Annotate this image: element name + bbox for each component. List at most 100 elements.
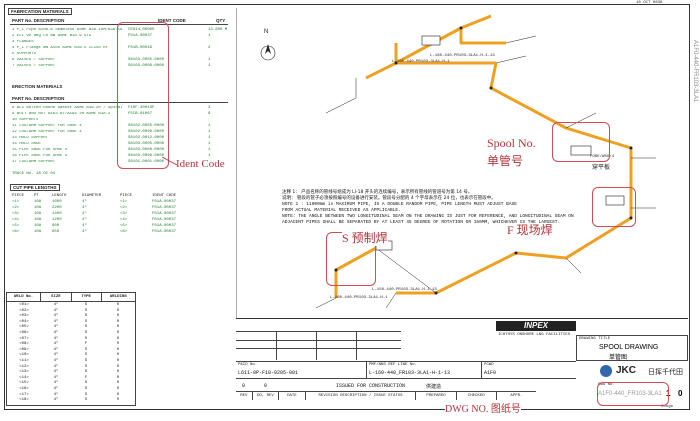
weld-cell: <01> xyxy=(19,303,29,307)
bom-description: 10 SUPPORTS xyxy=(12,118,39,122)
weld-cell: 4" xyxy=(53,353,59,358)
bom-qty: 2 xyxy=(208,46,211,50)
bom-description: 15 PIPE SHOE FOR SHOE 4 xyxy=(12,148,68,152)
bom-qty: 1 xyxy=(208,130,211,134)
weld-cell: S xyxy=(84,398,88,403)
project-name: ICHTHYS ONSHORE LNG FACILITIES xyxy=(498,333,571,337)
cut-cell: 4" xyxy=(82,206,87,210)
note-en-4: ADJACENT PIPES SHALL BE SEPARATED BY AT … xyxy=(282,220,561,225)
line-ref-value: L-160-440_FR103-3LA1-H-1-13 xyxy=(369,370,451,376)
cut-cell: <5> xyxy=(120,224,128,228)
foreign-label: FORE/WSO/4 xyxy=(590,155,615,159)
cut-col-header: PIECE xyxy=(12,194,25,198)
cut-cell: <1> xyxy=(120,200,128,204)
weld-cell: <04> xyxy=(19,319,29,324)
drawing-title-label: DRAWING TITLE xyxy=(579,337,611,341)
bom-qty: 1 xyxy=(208,148,211,152)
revision-col-header: REVISION DESCRIPTION / ISSUE STATUS xyxy=(304,392,416,400)
contractor-box: JKC 日挥千代田 xyxy=(596,363,688,381)
bom-description: 11 LUG/ARM SUPPORT FOR SHOE 4 xyxy=(12,124,82,128)
bom-qty: 1 xyxy=(208,142,211,146)
weld-cell: S xyxy=(84,364,88,369)
cut-cell: <4> xyxy=(120,218,128,222)
section2-title: ERECTION MATERIALS xyxy=(12,84,63,89)
foreign-cn: 穿平板 xyxy=(592,164,611,171)
weld-col-header: WELD No. xyxy=(14,295,34,299)
pid-value: L611-0P-F10-0205-001 xyxy=(238,370,299,376)
bom-description: 7 VALVES / SUPPORT xyxy=(12,64,56,68)
bom-qty: 1 xyxy=(208,136,211,140)
weld-cell: <09> xyxy=(19,347,29,352)
cut-cell: 10A xyxy=(34,230,42,234)
cut-cell: 2200 xyxy=(52,206,62,210)
revision-col-header: DD, REV xyxy=(251,392,278,400)
weld-cell: S xyxy=(84,314,88,319)
weld-cell: 4" xyxy=(53,375,59,380)
bom-ident-code: S6103-0009-0000 xyxy=(128,154,165,158)
drawing-sheet xyxy=(4,4,690,410)
bom-description: 4 P_L Flange WN A105 ASME B16.5 CL150 RF xyxy=(12,46,109,50)
bom-description: 5 SUPPORTS xyxy=(12,52,37,56)
bom-description: 17 LUG/ARM SUPPORT xyxy=(12,160,56,164)
weld-cell: 0 xyxy=(116,319,120,324)
bom-panel: FABRICATION MATERIALS IDENT CODE QTY PAR… xyxy=(6,6,232,289)
revision-col-header: REV xyxy=(240,394,248,398)
revision-col-header: DATE xyxy=(278,392,304,400)
cut-cell: F01A-00037 xyxy=(152,230,177,234)
bom-description: 14 HOLD SHOE xyxy=(12,142,41,146)
weld-cell: <17> xyxy=(19,392,29,397)
cut-cell: F01A-00037 xyxy=(152,218,177,222)
weld-cell: S xyxy=(84,386,88,391)
cut-cell: 10A xyxy=(34,218,42,222)
shop-weld-callout: S 预制焊 xyxy=(342,229,388,246)
weld-cell: 4" xyxy=(53,398,59,403)
weld-cell: 4" xyxy=(53,358,59,363)
bom-ident-code: F1DF-40013F xyxy=(128,106,155,110)
weld-cell: 4" xyxy=(53,330,59,335)
weld-cell: 4" xyxy=(53,336,59,341)
ident-callout-leader xyxy=(161,156,178,166)
bom-description: 12 LUG/ARM SUPPORT FOR SHOE 4 xyxy=(12,130,82,134)
bom-ident-code: S8102-0012-0000 xyxy=(128,136,165,140)
drawing-title-box: DRAWING TITLE SPOOL DRAWING 单管图 xyxy=(576,335,688,361)
bom-qty: 1 xyxy=(208,64,211,68)
reference-row: P&ID No. L611-0P-F10-0205-001 PMF/NBS RE… xyxy=(236,361,576,379)
weld-cell: 0 xyxy=(116,386,120,391)
weld-cell: <07> xyxy=(19,336,29,341)
weld-cell: 4" xyxy=(53,303,59,307)
cut-cell: 10A xyxy=(34,206,42,210)
weld-cell: <13> xyxy=(19,370,29,375)
bom-ident-code: F5CB-01067 xyxy=(128,112,153,116)
bom-description: 3 FLANGES xyxy=(12,40,34,44)
field-weld-callout: F 现场焊 xyxy=(507,221,553,238)
weld-cell: 0 xyxy=(116,336,120,341)
bom-row: 4 P_L Flange WN A105 ASME B16.5 CL150 RF… xyxy=(12,46,230,51)
bom-row: 1 P_L Pipe A106-B Seamless ASME B36.10M/… xyxy=(12,28,230,33)
drawing-id: 18 OCT 0838 xyxy=(636,1,663,5)
cut-cell: 1400 xyxy=(52,212,62,216)
bom-ident-code: F01B-00049 xyxy=(128,46,153,50)
bom-row: 10 SUPPORTS xyxy=(12,118,230,123)
ident-code-callout: Ident Code xyxy=(176,158,225,170)
notes-block: 注释 1： 产品名称的管线号组成为 LI-18 开头的连续编号，表示所有管线的管… xyxy=(282,190,642,226)
bom-fabrication-list: 1 P_L Pipe A106-B Seamless ASME B36.10M/… xyxy=(12,28,230,70)
pid-label: P&ID No. xyxy=(238,363,258,367)
line-label-mid: L-160-440-PR103-3LA1-H-1-13 xyxy=(430,54,495,58)
weld-cell: 4" xyxy=(53,342,59,347)
weld-col-header: SIZE xyxy=(40,293,70,301)
north-arrow-icon xyxy=(260,44,276,61)
dwg-no-value: A1F0-440_FR103-3LA1 xyxy=(598,391,662,397)
weld-cell: <18> xyxy=(19,398,29,403)
